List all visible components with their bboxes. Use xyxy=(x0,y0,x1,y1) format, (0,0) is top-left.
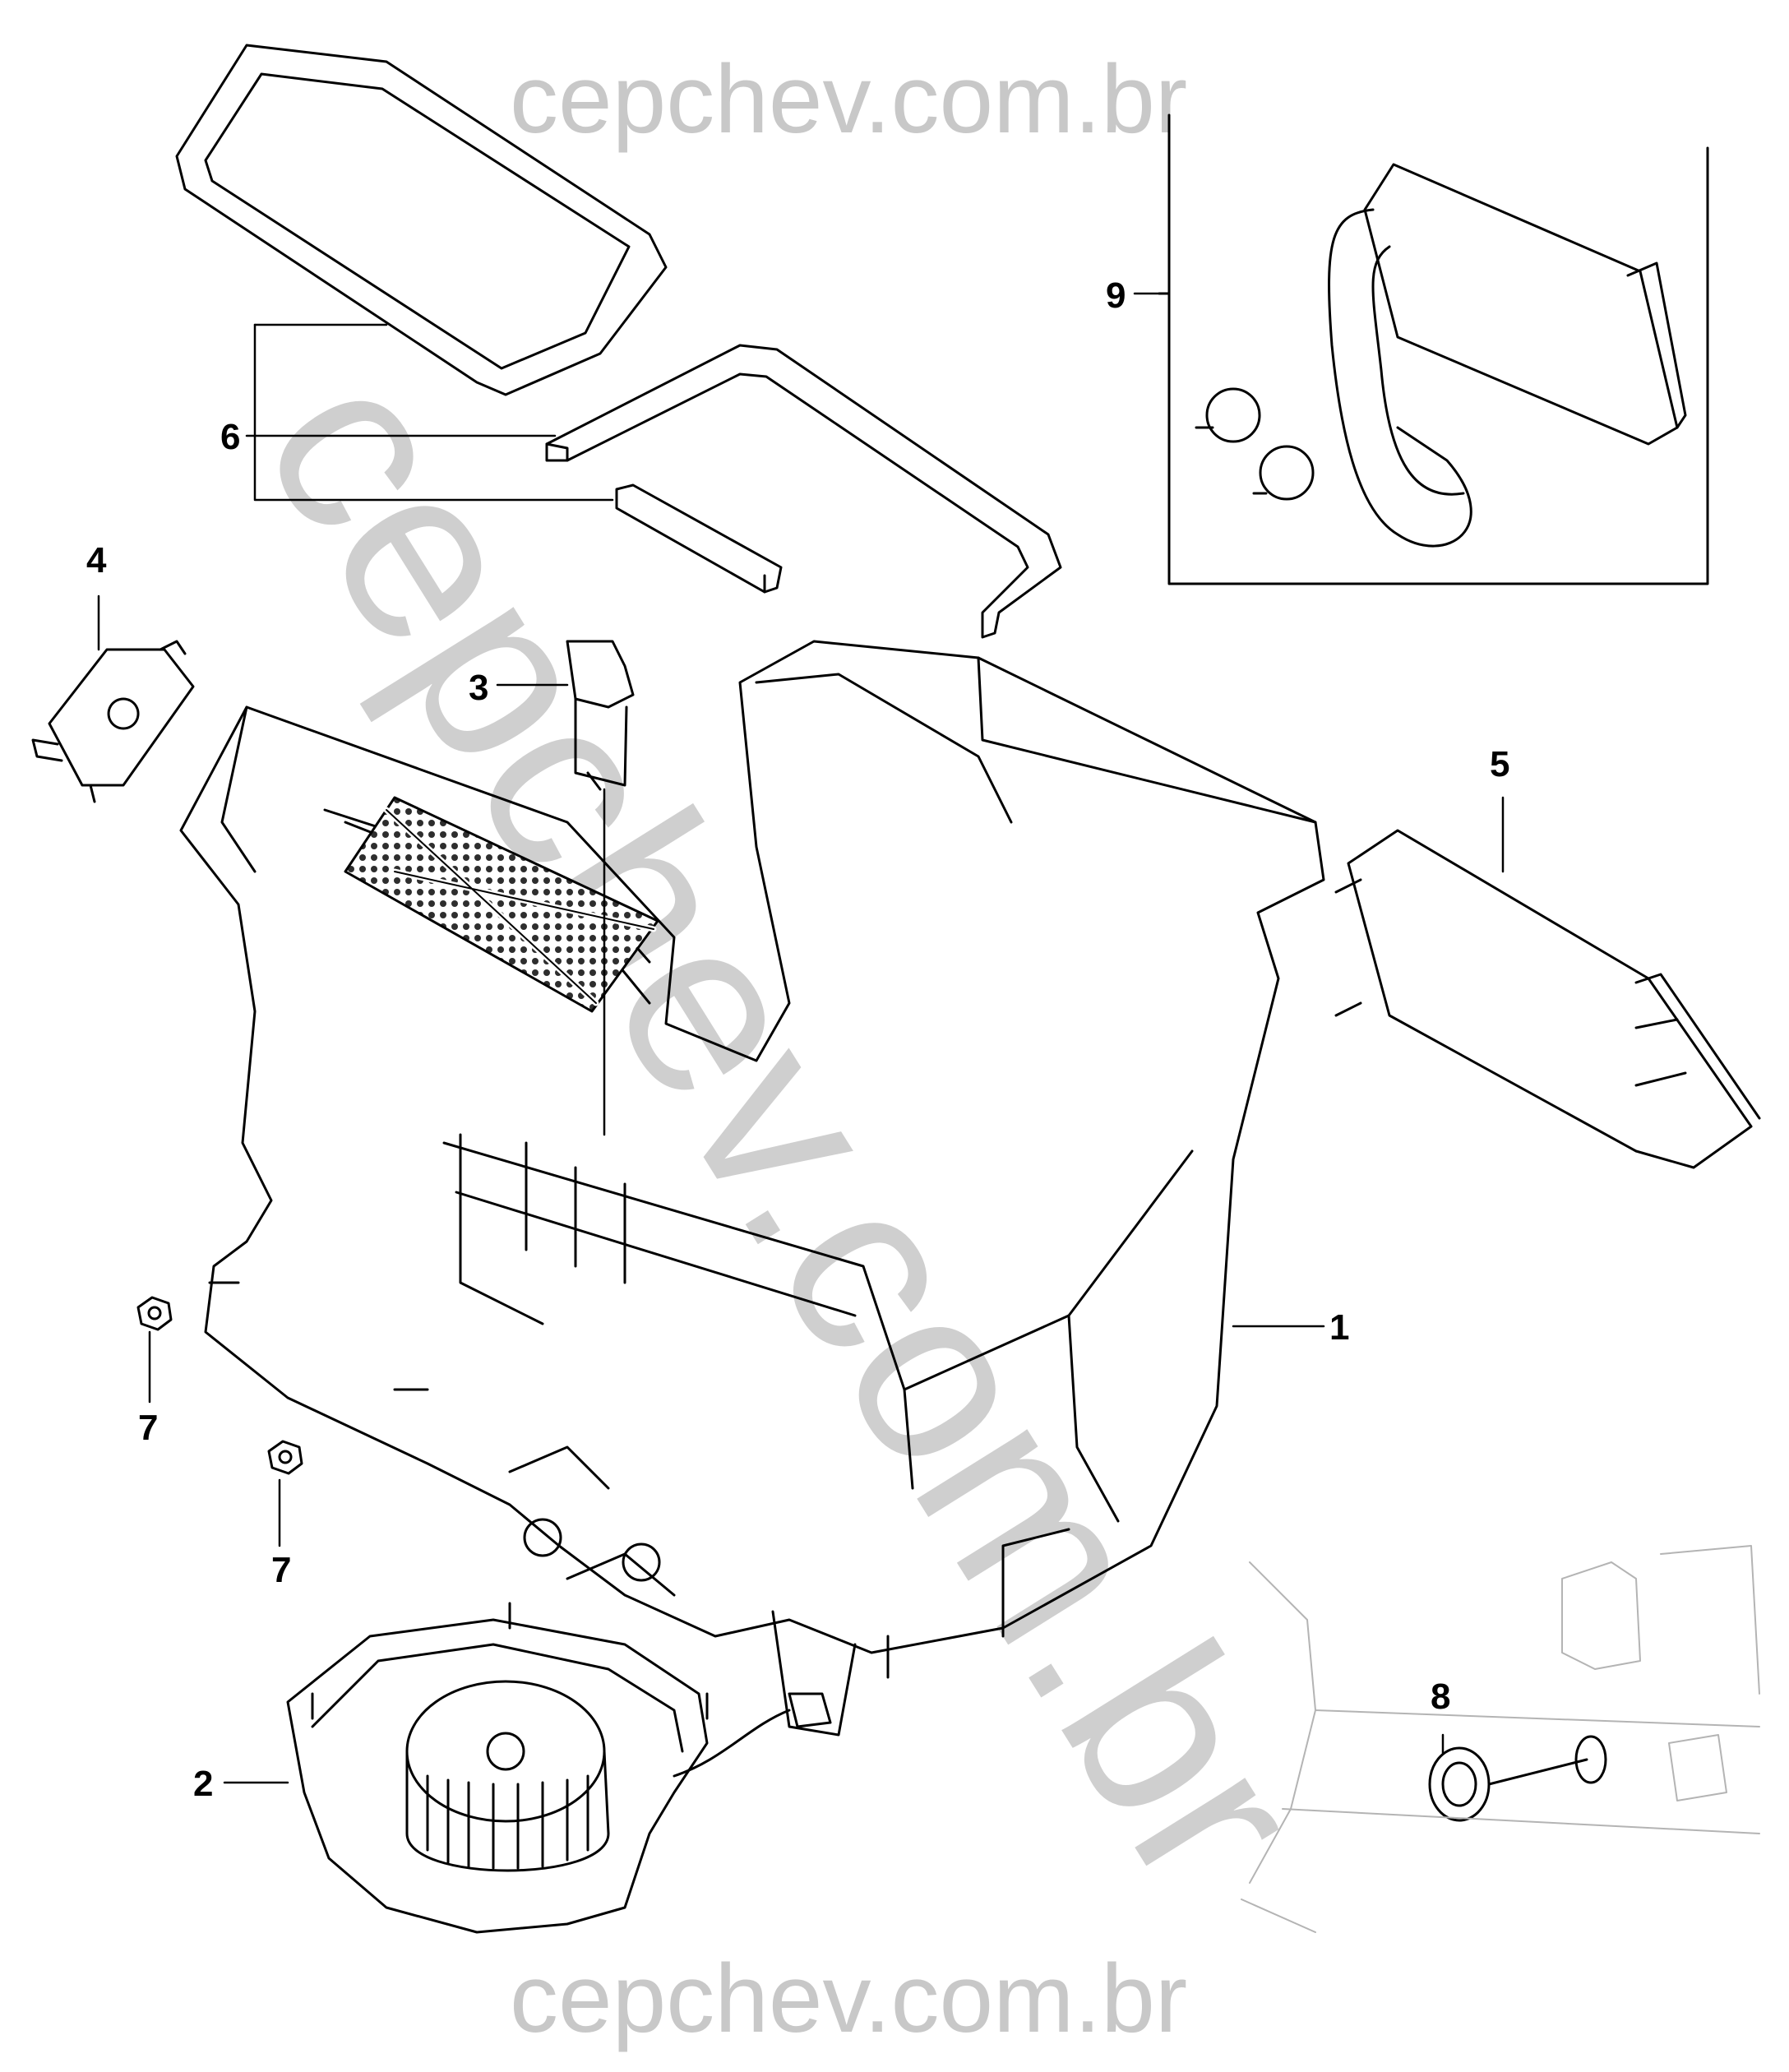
callout-8: 8 xyxy=(1431,1677,1451,1717)
resistor-drawing xyxy=(566,640,635,791)
callout-5: 5 xyxy=(1490,744,1510,784)
filter-seal-frame xyxy=(175,44,668,396)
heater-core-drawing xyxy=(1334,829,1761,1169)
callout-9: 9 xyxy=(1106,275,1126,316)
callout-6: 6 xyxy=(220,417,241,457)
watermark-bottom: cepchev.com.br xyxy=(510,1945,1188,2053)
callout-3: 3 xyxy=(469,668,489,708)
leader-lines xyxy=(97,292,1505,1784)
callout-7-lower: 7 xyxy=(271,1550,292,1590)
callout-4: 4 xyxy=(86,540,107,580)
seal-strip-short xyxy=(615,483,783,594)
actuator-drawing xyxy=(31,640,195,803)
blower-motor-drawing xyxy=(286,1602,832,1934)
nut-lower-drawing xyxy=(267,1440,303,1475)
heater-core-inset xyxy=(1158,113,1709,585)
grommet-drawing xyxy=(1428,1735,1607,1822)
callout-1: 1 xyxy=(1329,1307,1350,1348)
nut-upper-drawing xyxy=(136,1296,173,1331)
inlet-mesh xyxy=(344,796,659,1013)
callout-7-upper: 7 xyxy=(138,1408,159,1448)
callout-2: 2 xyxy=(193,1764,214,1804)
watermark-top: cepchev.com.br xyxy=(510,45,1188,154)
vehicle-background-sketch xyxy=(1241,1545,1760,1933)
hvac-housing-drawing xyxy=(179,640,1325,1737)
seal-strip-long xyxy=(545,344,1062,639)
